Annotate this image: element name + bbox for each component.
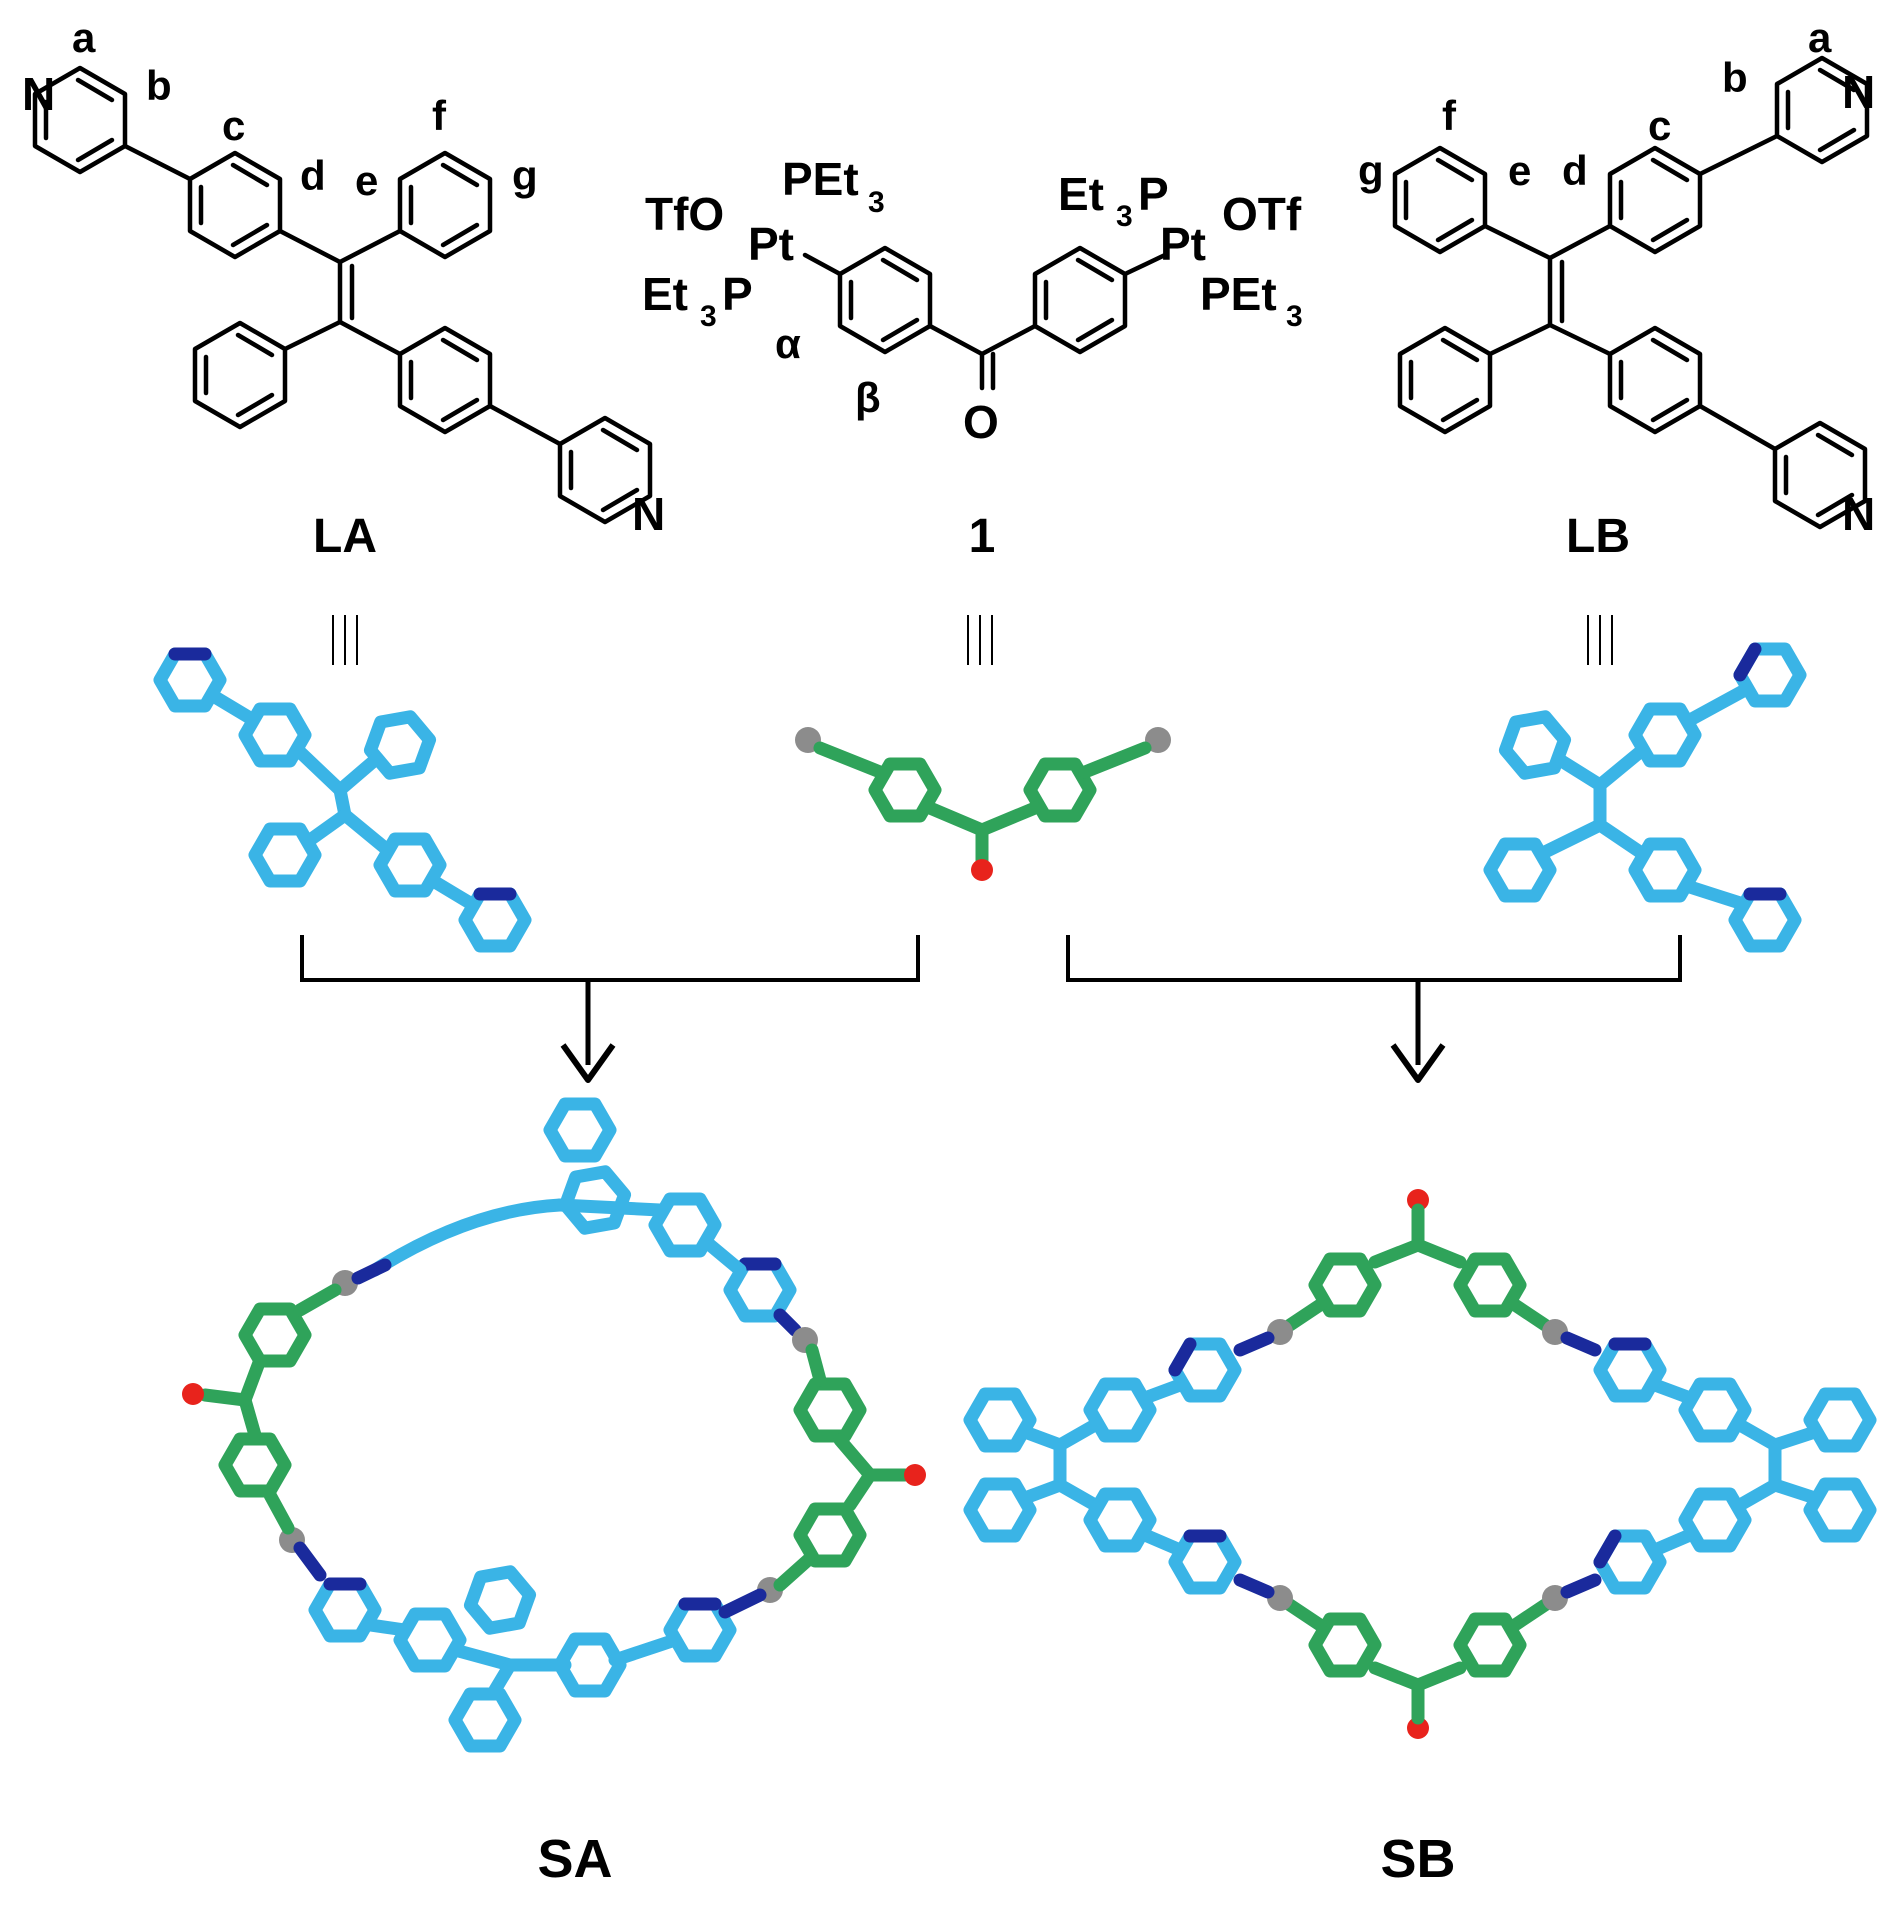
proton-label-d: d (300, 152, 326, 199)
atom-tfo: TfO (645, 188, 724, 240)
proton-label-a: a (72, 14, 96, 61)
atom-p: P (722, 268, 753, 320)
atom-pet: PEt (1200, 268, 1277, 320)
proton-label-b: b (1722, 54, 1748, 101)
metallacycle-sb (962, 1189, 1877, 1739)
compound-label-1: 1 (969, 510, 996, 563)
metallacycle-sa (182, 1091, 926, 1759)
identity-mark-la (332, 615, 358, 665)
product-label-sb: SB (1380, 1829, 1455, 1889)
proton-label-e: e (1508, 147, 1531, 194)
proton-label-c: c (1648, 102, 1671, 149)
proton-label-e: e (355, 157, 378, 204)
atom-o: O (963, 396, 999, 448)
model-1-3d (795, 727, 1171, 881)
atom-et: Et (1058, 168, 1104, 220)
atom-p: P (1138, 168, 1169, 220)
reaction-bracket-left (300, 935, 920, 1083)
proton-label-f: f (432, 92, 447, 139)
proton-label-b: b (146, 62, 172, 109)
subscript-3: 3 (1286, 300, 1303, 333)
proton-label-g: g (512, 152, 538, 199)
ligand-lb-structure (1395, 58, 1867, 527)
atom-n: N (1842, 488, 1875, 540)
atom-otf: OTf (1222, 188, 1302, 240)
atom-n: N (1842, 66, 1875, 118)
atom-pt: Pt (748, 218, 794, 270)
proton-label-alpha: α (775, 320, 801, 367)
atom-n: N (632, 488, 665, 540)
reaction-bracket-right (1066, 935, 1682, 1083)
atom-pt: Pt (1160, 218, 1206, 270)
compound-label-lb: LB (1566, 510, 1630, 563)
identity-mark-lb (1587, 615, 1613, 665)
model-lb-3d (1482, 636, 1807, 959)
acceptor-1-structure (802, 248, 1168, 391)
proton-label-f: f (1442, 92, 1457, 139)
compound-label-la: LA (313, 510, 377, 563)
proton-label-beta: β (855, 374, 881, 421)
product-label-sa: SA (537, 1829, 612, 1889)
subscript-3: 3 (700, 300, 717, 333)
ligand-la-structure (35, 68, 650, 522)
atom-pet: PEt (782, 153, 859, 205)
identity-mark-1 (967, 615, 993, 665)
atom-n: N (22, 68, 55, 120)
proton-label-c: c (222, 102, 245, 149)
proton-label-g: g (1358, 147, 1384, 194)
model-la-3d (152, 641, 532, 959)
atom-et: Et (642, 268, 688, 320)
subscript-3: 3 (1116, 200, 1133, 233)
proton-label-d: d (1562, 147, 1588, 194)
subscript-3: 3 (868, 186, 885, 219)
proton-label-a: a (1808, 14, 1832, 61)
